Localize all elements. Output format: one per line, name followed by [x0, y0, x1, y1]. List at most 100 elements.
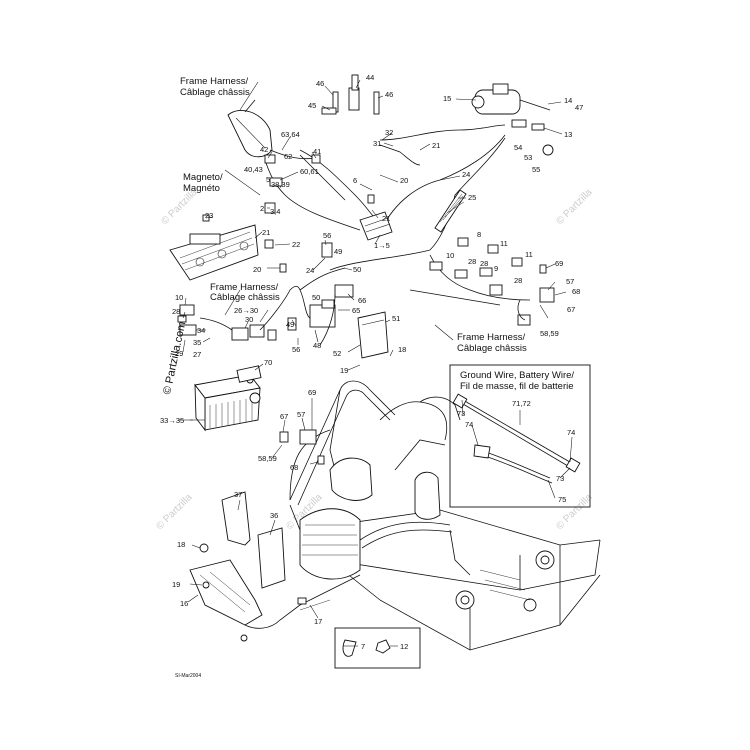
captions: Frame Harness/ Câblage châssis Magneto/ …: [180, 76, 574, 392]
callout-20: 20: [400, 176, 408, 185]
caption-frame-harness-right-1: Frame Harness/: [457, 332, 525, 343]
callout-35: 35: [193, 338, 201, 347]
callout-37: 37: [234, 490, 242, 499]
callout-38-39: 38,39: [271, 180, 290, 189]
callout-30: 30: [245, 315, 253, 324]
callout-28: 28: [480, 259, 488, 268]
callout-54: 54: [514, 143, 522, 152]
starter-solenoid: [471, 83, 554, 156]
callout-50: 50: [353, 265, 361, 274]
callout-14: 14: [564, 96, 572, 105]
callout-2: 2: [260, 204, 264, 213]
caption-ground-wire-1: Ground Wire, Battery Wire/: [460, 370, 574, 381]
callout-18: 18: [177, 540, 185, 549]
vehicle-frame: [289, 380, 601, 651]
callout-18: 18: [398, 345, 406, 354]
callout-21: 21: [432, 141, 440, 150]
callout-48: 48: [313, 341, 321, 350]
callout-56: 56: [323, 231, 331, 240]
callout-75: 75: [558, 495, 566, 504]
callout-5: 5: [266, 175, 270, 184]
callout-28: 28: [468, 257, 476, 266]
callout-13: 13: [564, 130, 572, 139]
callout-15: 15: [443, 94, 451, 103]
callout-11: 11: [525, 250, 533, 259]
callout-9: 9: [494, 264, 498, 273]
callout-21: 21: [382, 214, 390, 223]
callout-6: 6: [353, 176, 357, 185]
callout-27: 27: [193, 350, 201, 359]
callout-36: 36: [270, 511, 278, 520]
caption-frame-harness-top-1: Frame Harness/: [180, 76, 248, 87]
callout-71-72: 71,72: [512, 399, 531, 408]
callout-45: 45: [308, 101, 316, 110]
callout-68: 68: [290, 463, 298, 472]
callout-44: 44: [366, 73, 374, 82]
callout-65: 65: [352, 306, 360, 315]
callout-16: 16: [180, 599, 188, 608]
callout-40-43: 40,43: [244, 165, 263, 174]
cdi-bracket: [169, 224, 259, 281]
battery: [194, 365, 262, 432]
callout-20: 20: [253, 265, 261, 274]
callout-22: 22: [292, 240, 300, 249]
caption-magneto-1: Magneto/: [183, 172, 223, 183]
callout-73: 73: [556, 474, 564, 483]
hardware-box: [334, 627, 421, 669]
caption-magneto-2: Magnéto: [183, 183, 220, 194]
callout-52: 52: [333, 349, 341, 358]
callout-7: 7: [361, 642, 365, 651]
callout-68: 68: [572, 287, 580, 296]
callout-28: 28: [514, 276, 522, 285]
callout-28: 28: [172, 307, 180, 316]
callout-63-64: 63,64: [281, 130, 300, 139]
callout-41: 41: [313, 147, 321, 156]
callout-21: 21: [262, 228, 270, 237]
callout-25: 25: [468, 193, 476, 202]
callout-53: 53: [524, 153, 532, 162]
callout-51: 51: [392, 314, 400, 323]
left-connectors: [179, 285, 301, 341]
callout-67: 67: [280, 412, 288, 421]
callout-23: 23: [205, 211, 213, 220]
leader-lines: [178, 79, 573, 647]
callout-42: 42: [260, 145, 268, 154]
callout-57: 57: [297, 410, 305, 419]
callout-10: 10: [175, 293, 183, 302]
callout-49: 49: [334, 247, 342, 256]
battery-holder: [189, 491, 301, 642]
callout-19: 19: [340, 366, 348, 375]
callout-29: 29: [175, 349, 183, 358]
callout-47: 47: [575, 103, 583, 112]
caption-frame-harness-top-2: Câblage châssis: [180, 87, 250, 98]
connectors-right: [429, 237, 555, 326]
callout-17: 17: [314, 617, 322, 626]
svg-text:© Partzilla: © Partzilla: [154, 492, 194, 532]
callout-55: 55: [532, 165, 540, 174]
callout-33-35: 33→35: [160, 416, 184, 425]
callout-73: 73: [457, 409, 465, 418]
ground-wire-box: [449, 364, 591, 508]
callout-10: 10: [446, 251, 454, 260]
callout-31: 31: [373, 139, 381, 148]
callout-58-59: 58,59: [540, 329, 559, 338]
mounting-pins: [321, 74, 380, 115]
callout-24: 24: [462, 170, 470, 179]
footer-code: SI-Mar2004: [175, 673, 201, 679]
caption-frame-harness-left-2: Câblage châssis: [210, 292, 280, 303]
callout-60-61: 60,61: [300, 167, 319, 176]
callout-46: 46: [385, 90, 393, 99]
callout-69: 69: [308, 388, 316, 397]
callout-8: 8: [477, 230, 481, 239]
frame-harness-sleeve: [227, 99, 321, 160]
callout-49: 49: [286, 320, 294, 329]
callout-74: 74: [465, 420, 473, 429]
callout-70: 70: [264, 358, 272, 367]
callout-1-5: 1→5: [374, 241, 390, 250]
watermark-partzilla: © Partzilla.com: [161, 321, 188, 396]
callout-62: 62: [284, 152, 292, 161]
callout-26-30: 26→30: [234, 306, 258, 315]
voltage-regulator: [359, 211, 393, 241]
cables-top: [264, 124, 531, 306]
